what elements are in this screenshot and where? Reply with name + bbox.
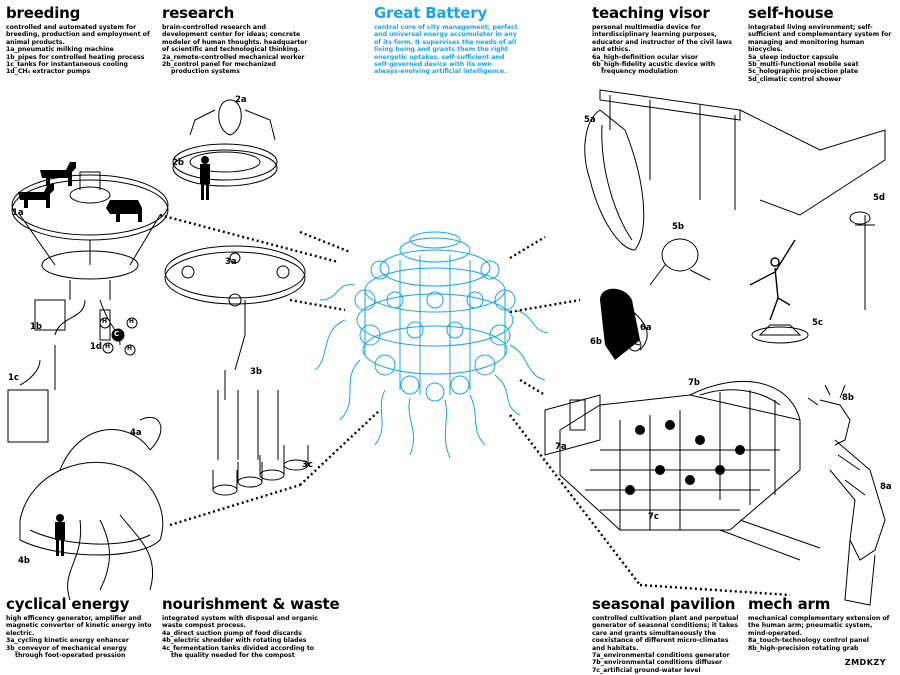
- cyclical-energy-drawing: [164, 245, 309, 496]
- breeding-item: 1c_tanks for instantaneous cooling: [6, 61, 128, 69]
- self-house-drawing: [584, 89, 886, 344]
- self-house-description: integrated living environment; self-suff…: [748, 24, 892, 54]
- cows: [18, 162, 142, 222]
- label-6b: 6b: [590, 337, 602, 347]
- research-item: 2a_remote-controlled mechanical worker: [162, 53, 305, 61]
- label-3c: 3c: [302, 460, 313, 470]
- molecule-hydrogen-label: H: [102, 318, 108, 325]
- label-5b: 5b: [672, 222, 684, 232]
- label-4b: 4b: [18, 556, 30, 566]
- research-item: 2b_control panel for mechanized producti…: [162, 61, 276, 76]
- visor-device: [617, 304, 648, 352]
- molecule-hydrogen-label: H: [105, 343, 111, 350]
- breeding-item: 1d_CH₄ extractor pumps: [6, 68, 91, 76]
- research-section: research brain-controlled research and d…: [162, 5, 312, 76]
- seasonal-pavilion-description: controlled cultivation plant and perpetu…: [592, 615, 739, 652]
- signature: ZMDKZY: [844, 658, 886, 667]
- person-silhouette: [200, 156, 210, 200]
- seasonal-pavilion-section: seasonal pavilion controlled cultivation…: [592, 596, 742, 674]
- research-title: research: [162, 4, 235, 22]
- breeding-description: controlled and automated system for bree…: [6, 24, 150, 46]
- molecule-hydrogen-label: H: [129, 318, 135, 325]
- breeding-title: breeding: [6, 4, 81, 22]
- label-1d: 1d: [90, 342, 102, 352]
- breeding-section: breeding controlled and automated system…: [6, 5, 156, 76]
- research-drawing: [172, 99, 278, 187]
- mech-arm-drawing: [807, 384, 886, 606]
- research-description: brain-controlled research and developmen…: [162, 24, 308, 54]
- label-6a: 6a: [640, 323, 652, 333]
- seasonal-pavilion-item: 7b_environmental conditions diffuser: [592, 659, 723, 667]
- mech-arm-section: mech arm mechanical complementary extens…: [748, 596, 893, 652]
- methane-molecule: [99, 317, 138, 356]
- label-5d: 5d: [873, 193, 885, 203]
- teaching-visor-section: teaching visor personal multimedia devic…: [592, 5, 737, 76]
- molecule-carbon-label: C: [114, 330, 120, 338]
- cyclical-energy-item: 3a_cycling kinetic energy enhancer: [6, 637, 129, 645]
- seasonal-pavilion-item: 7c_artificial ground-water level: [592, 666, 701, 674]
- nourishment-drawing: [19, 416, 164, 601]
- label-8a: 8a: [880, 482, 892, 492]
- great-battery-drawing: [314, 231, 549, 459]
- self-house-item: 5a_sleep inductor capsule: [748, 53, 839, 61]
- seasonal-pavilion-item: 7a_environmental conditions generator: [592, 652, 730, 660]
- cyclical-energy-item: 3b_conveyor of mechanical energy through…: [6, 644, 127, 660]
- label-7c: 7c: [648, 512, 659, 522]
- seasonal-pavilion-title: seasonal pavilion: [592, 595, 736, 613]
- great-battery-description: central core of city management; perfect…: [374, 24, 518, 76]
- self-house-section: self-house integrated living environment…: [748, 5, 893, 83]
- label-1b: 1b: [30, 322, 42, 332]
- nourishment-description: integrated system with disposal and orga…: [162, 615, 318, 630]
- great-battery-title: Great Battery: [374, 4, 488, 22]
- mech-arm-item: 8b_high-precision rotating grab: [748, 644, 859, 652]
- teaching-visor-item: 6b_high-fidelity acustic device with fre…: [592, 61, 716, 76]
- breeding-drawing: [7, 171, 169, 443]
- label-8b: 8b: [842, 393, 854, 403]
- cyclical-energy-title: cyclical energy: [6, 595, 130, 613]
- visor-head: [600, 288, 640, 360]
- label-2b: 2b: [172, 158, 184, 168]
- self-house-item: 5c_holographic projection plate: [748, 68, 859, 76]
- self-house-item: 5d_climatic control shower: [748, 75, 842, 83]
- label-7a: 7a: [555, 442, 567, 452]
- mech-arm-description: mechanical complementary extension of th…: [748, 615, 890, 637]
- mech-arm-item: 8a_touch-technology control panel: [748, 637, 869, 645]
- label-1a: 1a: [12, 208, 24, 218]
- great-battery-section: Great Battery central core of city manag…: [374, 5, 520, 76]
- label-3a: 3a: [225, 257, 237, 267]
- connector-lines: [159, 213, 791, 597]
- label-1c: 1c: [8, 373, 19, 383]
- pavilion-trees: [625, 420, 745, 495]
- breeding-item: 1a_pneumatic milking machine: [6, 46, 114, 54]
- self-house-title: self-house: [748, 4, 834, 22]
- teaching-visor-description: personal multimedia device for interdisc…: [592, 24, 732, 54]
- person-silhouette-2: [55, 514, 65, 556]
- teaching-visor-title: teaching visor: [592, 4, 710, 22]
- nourishment-item: 4a_direct suction pump of food discards: [162, 629, 302, 637]
- label-2a: 2a: [235, 95, 247, 105]
- label-5c: 5c: [812, 318, 823, 328]
- breeding-item: 1b_pipes for controlled heating process: [6, 53, 145, 61]
- nourishment-title: nourishment & waste: [162, 595, 340, 613]
- teaching-visor-item: 6a_high-definition ocular visor: [592, 53, 699, 61]
- label-7b: 7b: [688, 378, 700, 388]
- nourishment-item: 4c_fermentation tanks divided according …: [162, 644, 315, 660]
- self-house-item: 5b_multi-functional mobile seat: [748, 61, 859, 69]
- label-5a: 5a: [584, 115, 596, 125]
- nourishment-item: 4b_electric shredder with rotating blade…: [162, 637, 307, 645]
- nourishment-section: nourishment & waste integrated system wi…: [162, 595, 340, 660]
- label-4a: 4a: [130, 428, 142, 438]
- label-3b: 3b: [250, 367, 262, 377]
- seasonal-pavilion-drawing: [544, 380, 821, 561]
- mech-arm-title: mech arm: [748, 595, 831, 613]
- cyclical-energy-section: cyclical energy high efficency generator…: [6, 596, 156, 659]
- molecule-hydrogen-label: H: [127, 345, 133, 352]
- dancer-figure: [749, 239, 796, 321]
- cyclical-energy-description: high efficency generator, amplifier and …: [6, 615, 152, 637]
